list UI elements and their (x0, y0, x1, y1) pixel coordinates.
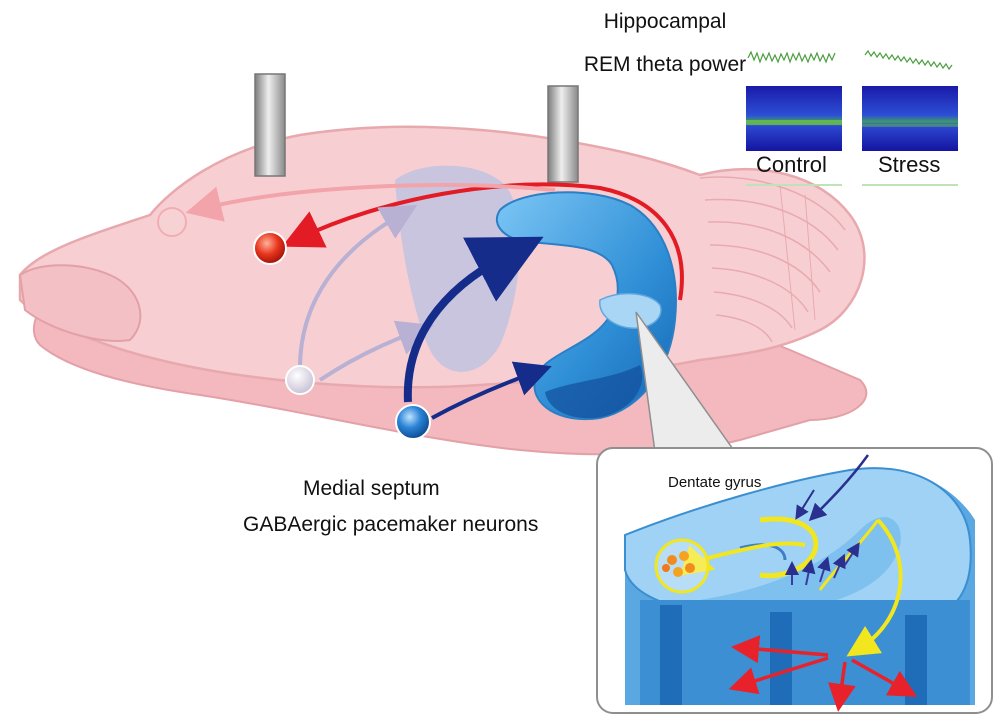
septum-label-line-1: Medial septum (303, 477, 440, 500)
yellow-path-2 (846, 518, 903, 657)
pale-arrow-up (298, 204, 418, 369)
cerebellum (699, 176, 846, 343)
electrode-probe-right (547, 85, 579, 183)
septum-label-line-2: GABAergic pacemaker neurons (243, 513, 539, 536)
yellow-path-1 (680, 541, 806, 576)
inset-column (660, 605, 682, 705)
pacemaker-arrow-thin (431, 361, 552, 420)
inset-fold (700, 517, 901, 614)
dentate-gyrus-label: Dentate gyrus (668, 474, 762, 491)
grey-neuron-icon (285, 365, 315, 395)
red-neuron-icon (253, 231, 287, 265)
perforant-arrow-1 (808, 454, 870, 522)
dentate-inset-art (624, 454, 975, 712)
electrode-probe-icon (547, 85, 579, 183)
dentate-gyrus-region (599, 292, 662, 329)
theta-traces (747, 49, 953, 71)
inset-column (905, 615, 927, 705)
control-theta-band (746, 120, 842, 125)
perforant-arrow-2 (795, 489, 815, 520)
pacemaker-arrow-thick (403, 236, 544, 403)
control-eeg-trace (747, 50, 836, 64)
red-projection-arrow (281, 182, 684, 301)
stress-theta-band (862, 124, 958, 127)
orange-cells-icon (662, 551, 695, 577)
stress-spectrogram (862, 86, 958, 151)
stress-eeg-trace (864, 49, 953, 71)
granule-layer-edge (739, 543, 787, 561)
electrode-probe-left (254, 73, 286, 177)
control-label: Control (756, 152, 827, 177)
yellow-path-3 (818, 519, 880, 591)
stress-label: Stress (878, 152, 941, 177)
granule-layer (759, 516, 819, 579)
blue-neuron-icon (395, 404, 431, 440)
olfactory-bulb (18, 264, 142, 342)
purple-input-arrows (785, 542, 860, 586)
pink-projection-arrow (185, 183, 556, 222)
control-spectrogram (746, 86, 842, 151)
ca3-target-circle (654, 538, 710, 594)
red-output-arrows (728, 635, 918, 712)
title-line-2: REM theta power (583, 53, 747, 76)
inset-column (770, 612, 792, 705)
hippocampus-shadow (545, 365, 643, 419)
faint-neuron-icon (157, 207, 187, 237)
hippocampus (495, 191, 677, 421)
title-line-1: Hippocampal (603, 10, 727, 33)
electrode-probe-icon (254, 73, 286, 177)
pale-arrow-right (318, 320, 434, 382)
